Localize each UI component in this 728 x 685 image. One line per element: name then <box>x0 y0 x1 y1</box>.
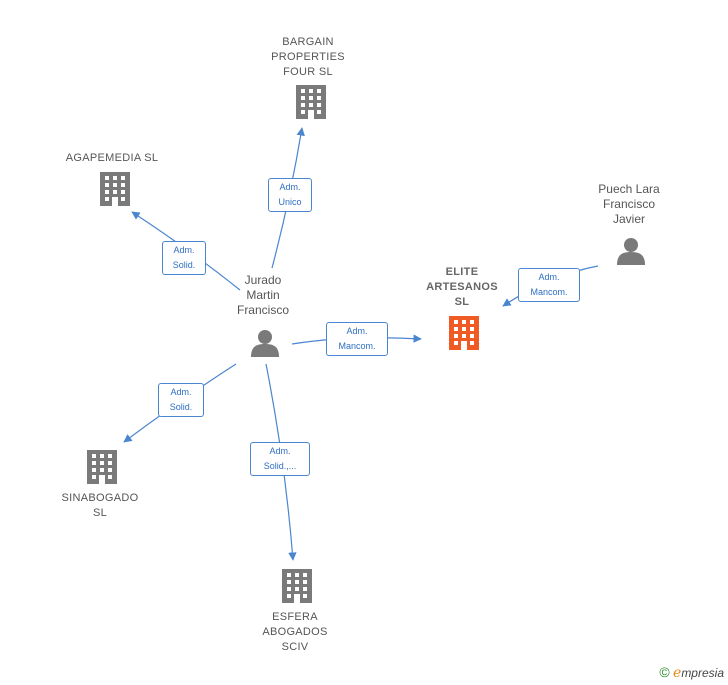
relation-label: Adm. Unico <box>268 178 312 212</box>
node-esfera-abogados-sciv[interactable]: ESFERA ABOGADOS SCIV <box>262 611 328 653</box>
node-bargain-properties-four[interactable]: BARGAIN PROPERTIES FOUR SL <box>271 36 345 78</box>
relation-label: Adm. Mancom. <box>326 322 388 356</box>
node-elite-artesanos[interactable]: ELITE ARTESANOS SL <box>426 266 498 308</box>
relation-label: Adm. Solid. <box>158 383 204 417</box>
building-icon <box>282 569 312 603</box>
node-puech-lara-francisco-javier[interactable]: Puech Lara Francisco Javier <box>598 182 660 226</box>
person-icon <box>617 238 645 265</box>
relation-label: Adm. Solid.,... <box>250 442 310 476</box>
node-sinabogado[interactable]: SINABOGADO SL <box>61 492 139 519</box>
building-icon <box>100 172 130 206</box>
node-agapemedia[interactable]: AGAPEMEDIA SL <box>65 152 159 164</box>
node-jurado-martin-francisco[interactable]: Jurado Martin Francisco <box>236 273 289 317</box>
relation-label: Adm. Mancom. <box>518 268 580 302</box>
brand-name: mpresia <box>681 666 724 680</box>
brand-initial: e <box>673 665 682 681</box>
relation-label: Adm. Solid. <box>162 241 206 275</box>
person-icon <box>251 330 279 357</box>
building-icon <box>449 316 479 350</box>
building-icon <box>296 85 326 119</box>
building-icon <box>87 450 117 484</box>
empresia-logo[interactable]: © empresia <box>659 664 724 681</box>
copyright-icon: © <box>659 664 670 680</box>
